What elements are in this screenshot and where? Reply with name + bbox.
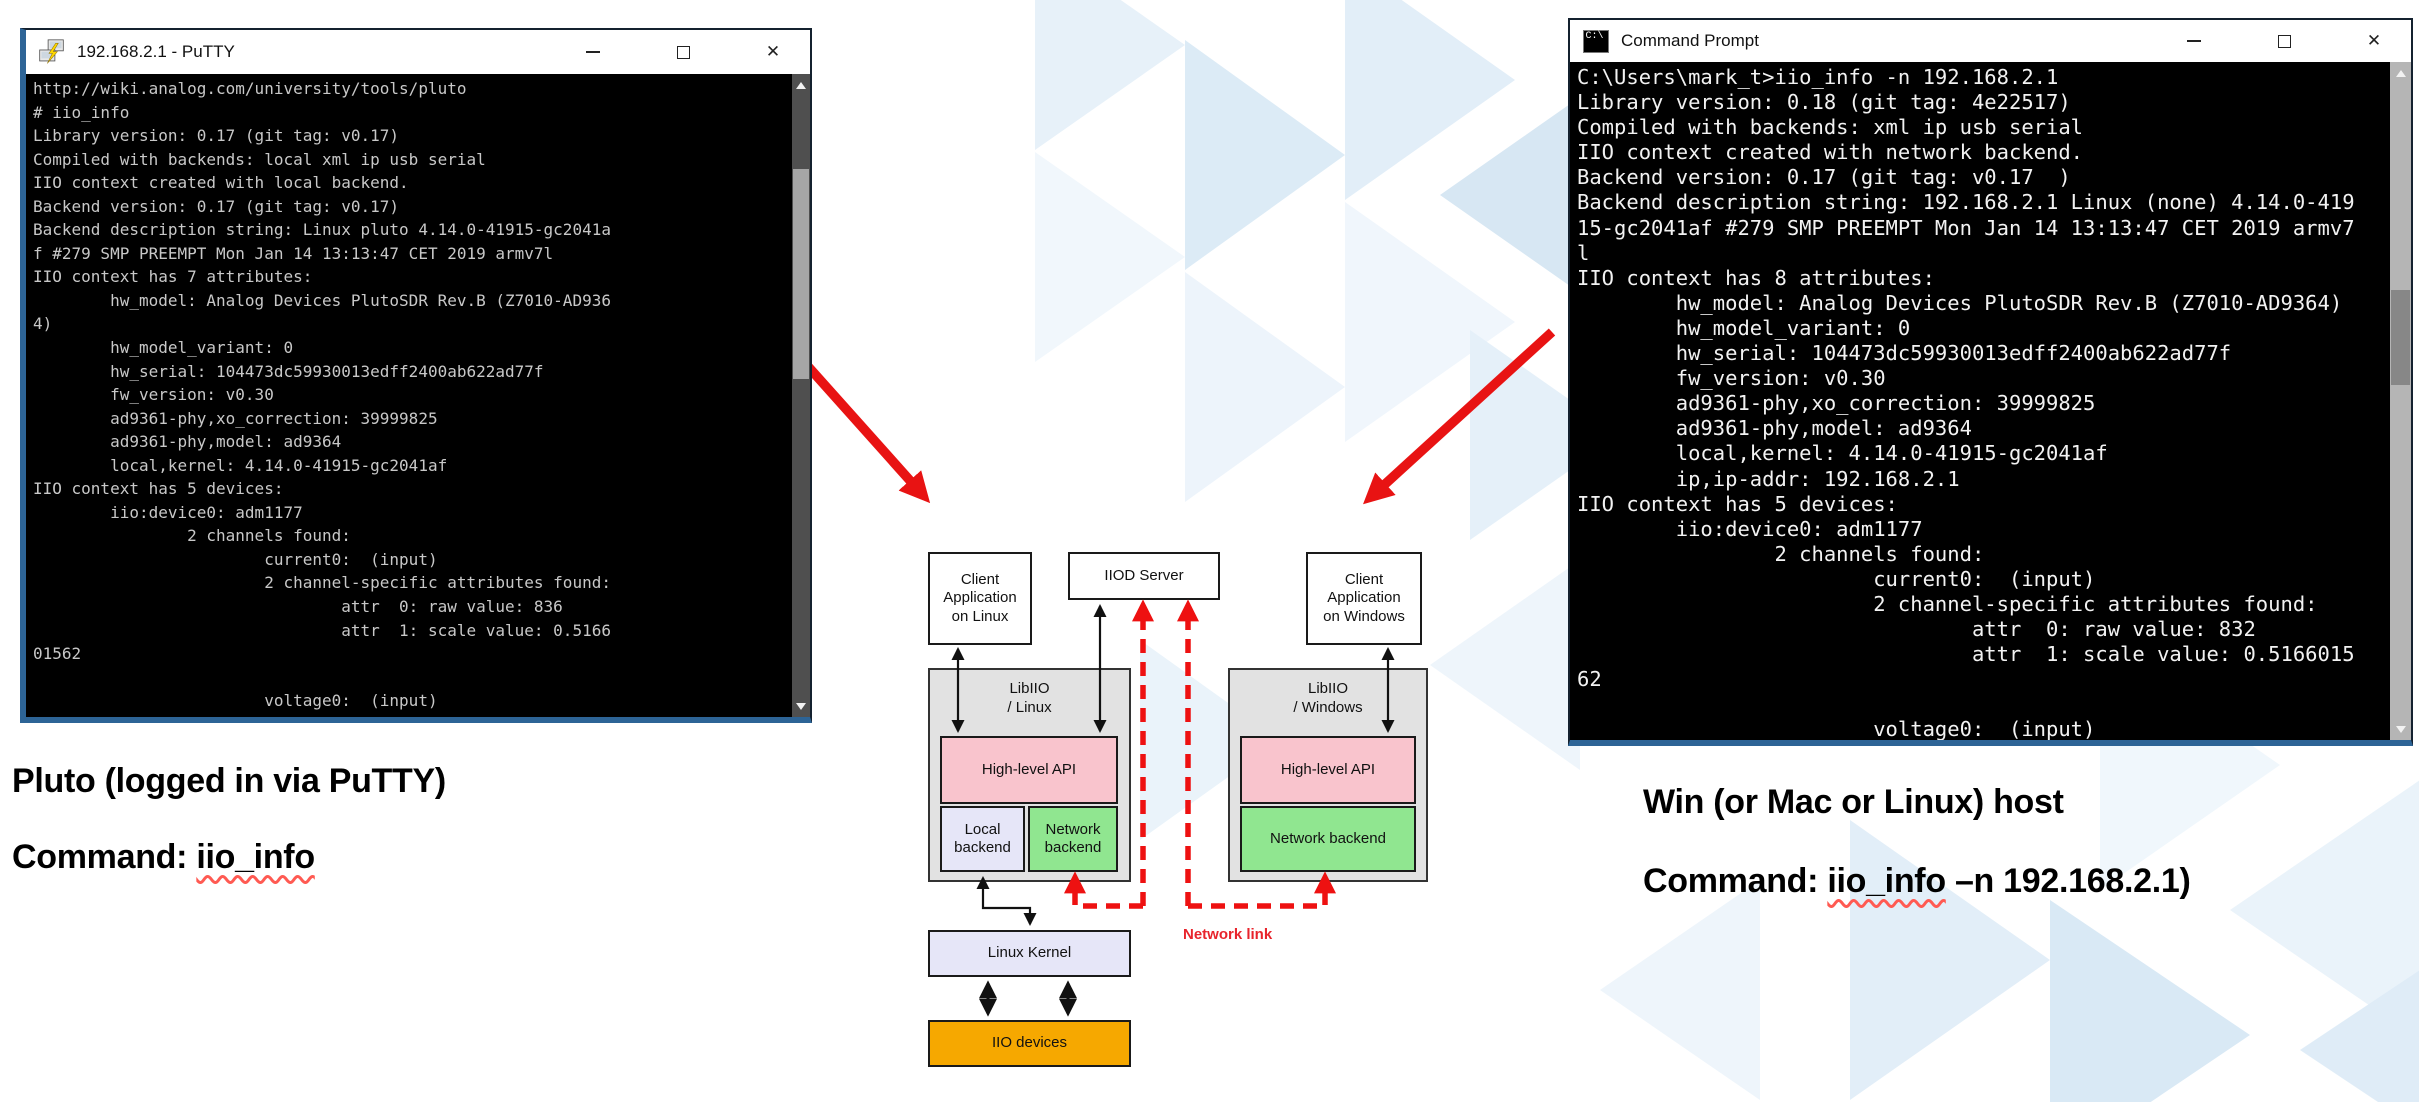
network-link-label: Network link bbox=[1183, 926, 1273, 943]
left-caption-title: Pluto (logged in via PuTTY) bbox=[12, 762, 446, 800]
network-backend-box-linux: Network backend bbox=[1028, 806, 1118, 872]
minimize-button[interactable] bbox=[2179, 26, 2209, 56]
iiod-server-box: IIOD Server bbox=[1068, 552, 1220, 600]
putty-titlebar[interactable]: 192.168.2.1 - PuTTY ✕ bbox=[26, 30, 810, 74]
high-level-api-box-linux: High-level API bbox=[940, 736, 1118, 804]
scrollbar-up-icon[interactable] bbox=[792, 74, 810, 96]
client-application-linux-box: Client Application on Linux bbox=[928, 552, 1032, 645]
putty-terminal-text: http://wiki.analog.com/university/tools/… bbox=[33, 79, 611, 711]
right-caption-title: Win (or Mac or Linux) host bbox=[1643, 783, 2064, 821]
close-button[interactable]: ✕ bbox=[2359, 26, 2389, 56]
close-icon: ✕ bbox=[765, 42, 781, 61]
maximize-button[interactable] bbox=[2269, 26, 2299, 56]
scrollbar-down-icon[interactable] bbox=[792, 695, 810, 717]
cmd-scrollbar[interactable] bbox=[2390, 62, 2411, 740]
command-prompt-window: C:\ Command Prompt ✕ C:\Users\mark_t>iio… bbox=[1568, 18, 2413, 746]
scrollbar-thumb[interactable] bbox=[2391, 290, 2410, 385]
maximize-button[interactable] bbox=[668, 37, 698, 67]
putty-window: 192.168.2.1 - PuTTY ✕ http://wiki.analog… bbox=[20, 28, 812, 723]
minimize-icon bbox=[2187, 40, 2201, 42]
scrollbar-thumb[interactable] bbox=[793, 169, 809, 379]
putty-icon bbox=[38, 38, 65, 66]
command-text: iio_info bbox=[1827, 862, 1946, 900]
command-text: iio_info bbox=[196, 838, 315, 876]
client-application-windows-box: Client Application on Windows bbox=[1306, 552, 1422, 645]
scrollbar-up-icon[interactable] bbox=[2390, 62, 2411, 84]
linux-kernel-box: Linux Kernel bbox=[928, 930, 1131, 977]
high-level-api-box-windows: High-level API bbox=[1240, 736, 1416, 804]
close-button[interactable]: ✕ bbox=[758, 37, 788, 67]
minimize-button[interactable] bbox=[578, 37, 608, 67]
close-icon: ✕ bbox=[2366, 31, 2382, 50]
putty-scrollbar[interactable] bbox=[792, 74, 810, 717]
network-backend-box-windows: Network backend bbox=[1240, 806, 1416, 872]
cmd-window-title: Command Prompt bbox=[1621, 31, 1759, 50]
putty-window-title: 192.168.2.1 - PuTTY bbox=[77, 42, 235, 61]
right-caption-command: Command: iio_info –n 192.168.2.1) bbox=[1643, 862, 2191, 900]
scrollbar-down-icon[interactable] bbox=[2390, 718, 2411, 740]
maximize-icon bbox=[2277, 34, 2291, 48]
putty-terminal-output[interactable]: http://wiki.analog.com/university/tools/… bbox=[26, 74, 810, 717]
iio-devices-box: IIO devices bbox=[928, 1020, 1131, 1067]
left-caption-command: Command: iio_info bbox=[12, 838, 315, 876]
cmd-titlebar[interactable]: C:\ Command Prompt ✕ bbox=[1570, 20, 2411, 62]
maximize-icon bbox=[676, 45, 690, 59]
local-backend-box: Local backend bbox=[940, 806, 1025, 872]
cmd-icon: C:\ bbox=[1582, 28, 1609, 55]
minimize-icon bbox=[586, 51, 600, 53]
